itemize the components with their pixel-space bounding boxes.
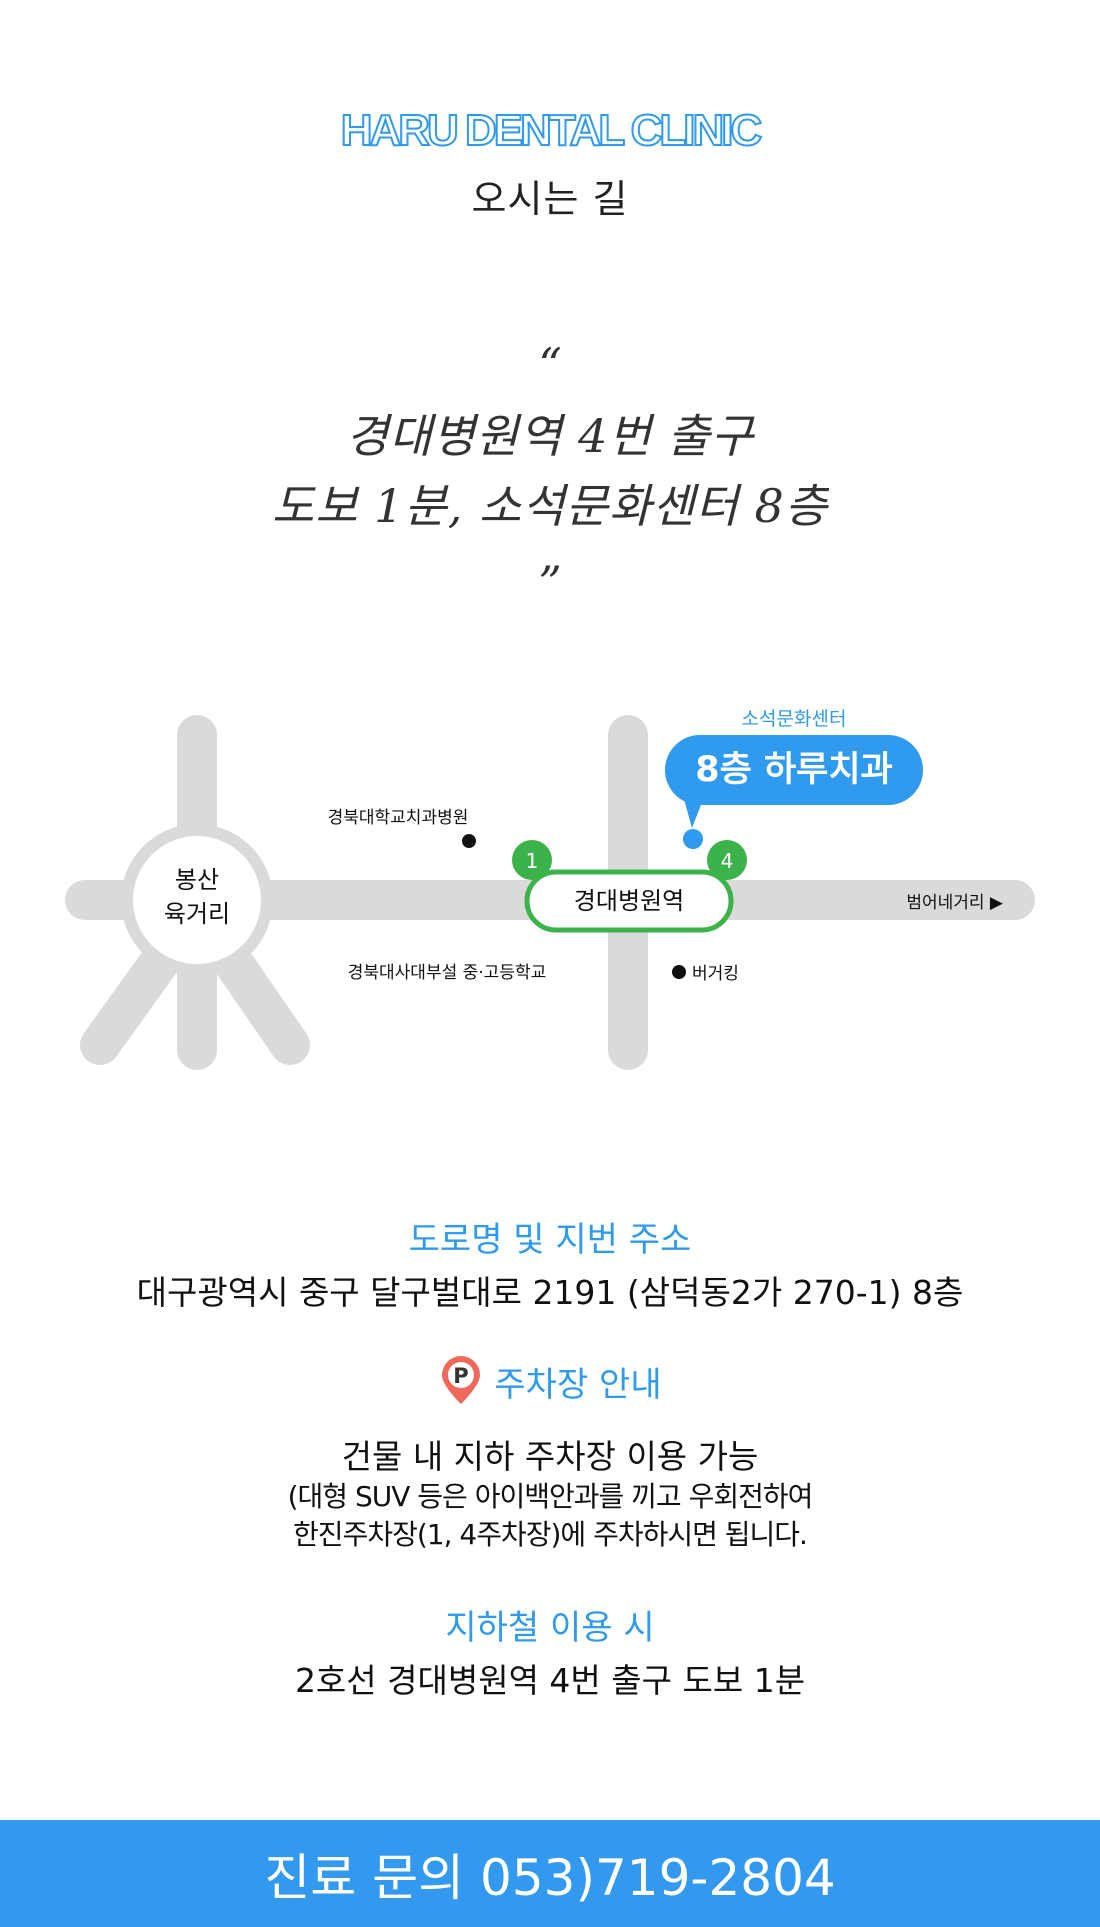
parking-line-2: (대형 SUV 등은 아이백안과를 끼고 우회전하여 xyxy=(287,1480,814,1513)
landmark-school: 경북대사대부설 중·고등학교 xyxy=(348,963,547,983)
exit-1-label: 1 xyxy=(526,849,539,873)
parking-title: 주차장 안내 xyxy=(494,1364,662,1405)
landmark-burger-dot xyxy=(672,965,686,979)
landmark-hospital: 경북대학교치과병원 xyxy=(328,808,469,828)
clinic-location-dot xyxy=(683,829,703,849)
brand-logo: HARU DENTAL CLINIC xyxy=(340,105,764,156)
junction-circle xyxy=(121,824,273,976)
landmark-burger: 버거킹 xyxy=(692,964,739,984)
parking-line-3: 한진주차장(1, 4주차장)에 주차하시면 됩니다. xyxy=(293,1518,808,1551)
parking-pin-icon: P xyxy=(442,1356,481,1404)
station-label: 경대병원역 xyxy=(574,887,684,915)
callout-clinic-label: 8층 하루치과 xyxy=(695,750,893,790)
address-text: 대구광역시 중구 달구벌대로 2191 (삼덕동2가 270-1) 8층 xyxy=(136,1273,964,1312)
quote-close-mark: ” xyxy=(538,556,562,610)
junction-label-1: 봉산 xyxy=(175,866,219,894)
contact-phone[interactable]: 진료 문의 053)719-2804 xyxy=(264,1848,836,1907)
callout-tail xyxy=(682,792,706,828)
quote-line-2: 도보 1분, 소석문화센터 8층 xyxy=(271,479,829,533)
svg-text:P: P xyxy=(454,1364,469,1388)
quote-line-1: 경대병원역 4번 출구 xyxy=(345,409,755,463)
junction-label-2: 육거리 xyxy=(164,900,230,928)
location-map: 봉산 육거리 경대병원역 1 4 소석문화센터 8층 하루치과 경북대학교치과병… xyxy=(65,708,1035,1070)
page-subtitle: 오시는 길 xyxy=(471,177,629,221)
subway-text: 2호선 경대병원역 4번 출구 도보 1분 xyxy=(294,1661,806,1700)
exit-4-badge xyxy=(707,840,747,880)
callout-bubble xyxy=(665,735,923,805)
station-box xyxy=(524,869,734,933)
subway-title: 지하철 이용 시 xyxy=(445,1608,655,1648)
direction-label: 범어네거리 ▶ xyxy=(906,893,1004,913)
exit-4-label: 4 xyxy=(721,849,734,873)
exit-1-badge xyxy=(512,840,552,880)
contact-banner[interactable]: 진료 문의 053)719-2804 xyxy=(0,1820,1100,1927)
callout-building: 소석문화센터 xyxy=(742,708,847,730)
address-title: 도로명 및 지번 주소 xyxy=(408,1220,692,1260)
landmark-hospital-dot xyxy=(462,834,476,848)
parking-line-1: 건물 내 지하 주차장 이용 가능 xyxy=(341,1437,759,1476)
quote-open-mark: “ xyxy=(538,338,562,392)
parking-heading: P 주차장 안내 xyxy=(0,1356,1100,1406)
